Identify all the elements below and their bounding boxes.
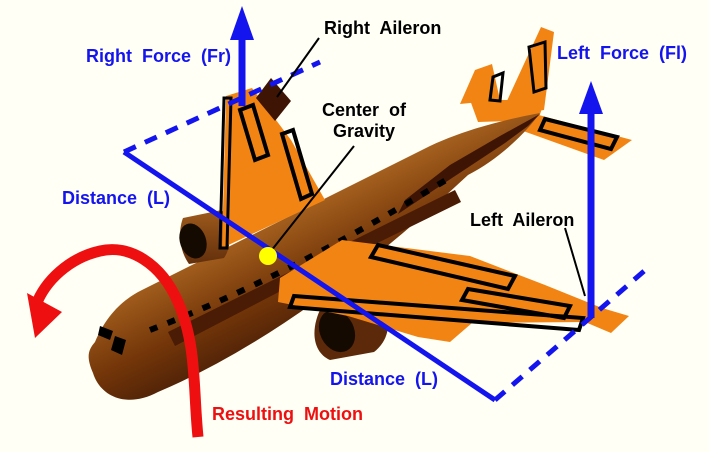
right-wing-flap-outline	[237, 102, 271, 163]
right-aileron-surface	[256, 78, 291, 121]
tailcone-shadow	[398, 114, 540, 214]
center-of-gravity-pointer-line	[270, 145, 355, 252]
resulting-motion-arrow-head	[27, 293, 62, 338]
right-engine	[179, 210, 230, 264]
left-force-arrow-head	[579, 81, 603, 114]
left-engine-inlet	[318, 309, 356, 353]
wing-plane-dashed-line-left	[493, 264, 652, 402]
right-wing-edge-outline	[218, 96, 233, 250]
left-wing-flap-outline	[367, 242, 519, 292]
distance-lower-label: Distance (L)	[330, 369, 439, 389]
resulting-motion-label: Resulting Motion	[212, 404, 363, 424]
cockpit-window-1	[98, 326, 113, 340]
resulting-motion-arrow	[27, 244, 204, 438]
right-aileron-label: Right Aileron	[324, 18, 442, 38]
left-wing-trailing-outline	[287, 293, 586, 333]
right-force-arrow-head	[230, 6, 254, 40]
resulting-motion-arc	[30, 244, 204, 438]
right-stabilizer	[460, 64, 500, 104]
right-force-label: Right Force (Fr)	[86, 46, 231, 66]
distance-axis-line	[122, 149, 497, 403]
wing-plane-dashed-line-right	[122, 59, 322, 155]
right-engine-inlet	[179, 223, 207, 259]
left-force-label: Left Force (Fl)	[557, 43, 687, 63]
left-aileron-pointer-line	[564, 227, 586, 297]
right-aileron-pointer-line	[276, 37, 320, 98]
vertical-fin	[500, 27, 554, 116]
left-aileron-label: Left Aileron	[470, 210, 575, 230]
left-force-arrow	[579, 81, 603, 318]
right-force-arrow	[230, 6, 254, 106]
rudder-outline	[527, 39, 548, 95]
tail-assembly	[460, 27, 632, 160]
center-of-gravity-marker	[259, 247, 277, 265]
cockpit-window-2	[111, 336, 126, 355]
distance-upper-label: Distance (L)	[62, 188, 171, 208]
right-wing-surface	[222, 88, 325, 248]
fuselage-group	[88, 113, 540, 400]
right-wing	[218, 78, 325, 250]
annotations	[27, 6, 652, 438]
right-elevator-outline	[488, 70, 505, 103]
right-wing-spoiler-outline	[279, 127, 315, 202]
center-of-gravity-label: Center of Gravity	[321, 100, 406, 141]
